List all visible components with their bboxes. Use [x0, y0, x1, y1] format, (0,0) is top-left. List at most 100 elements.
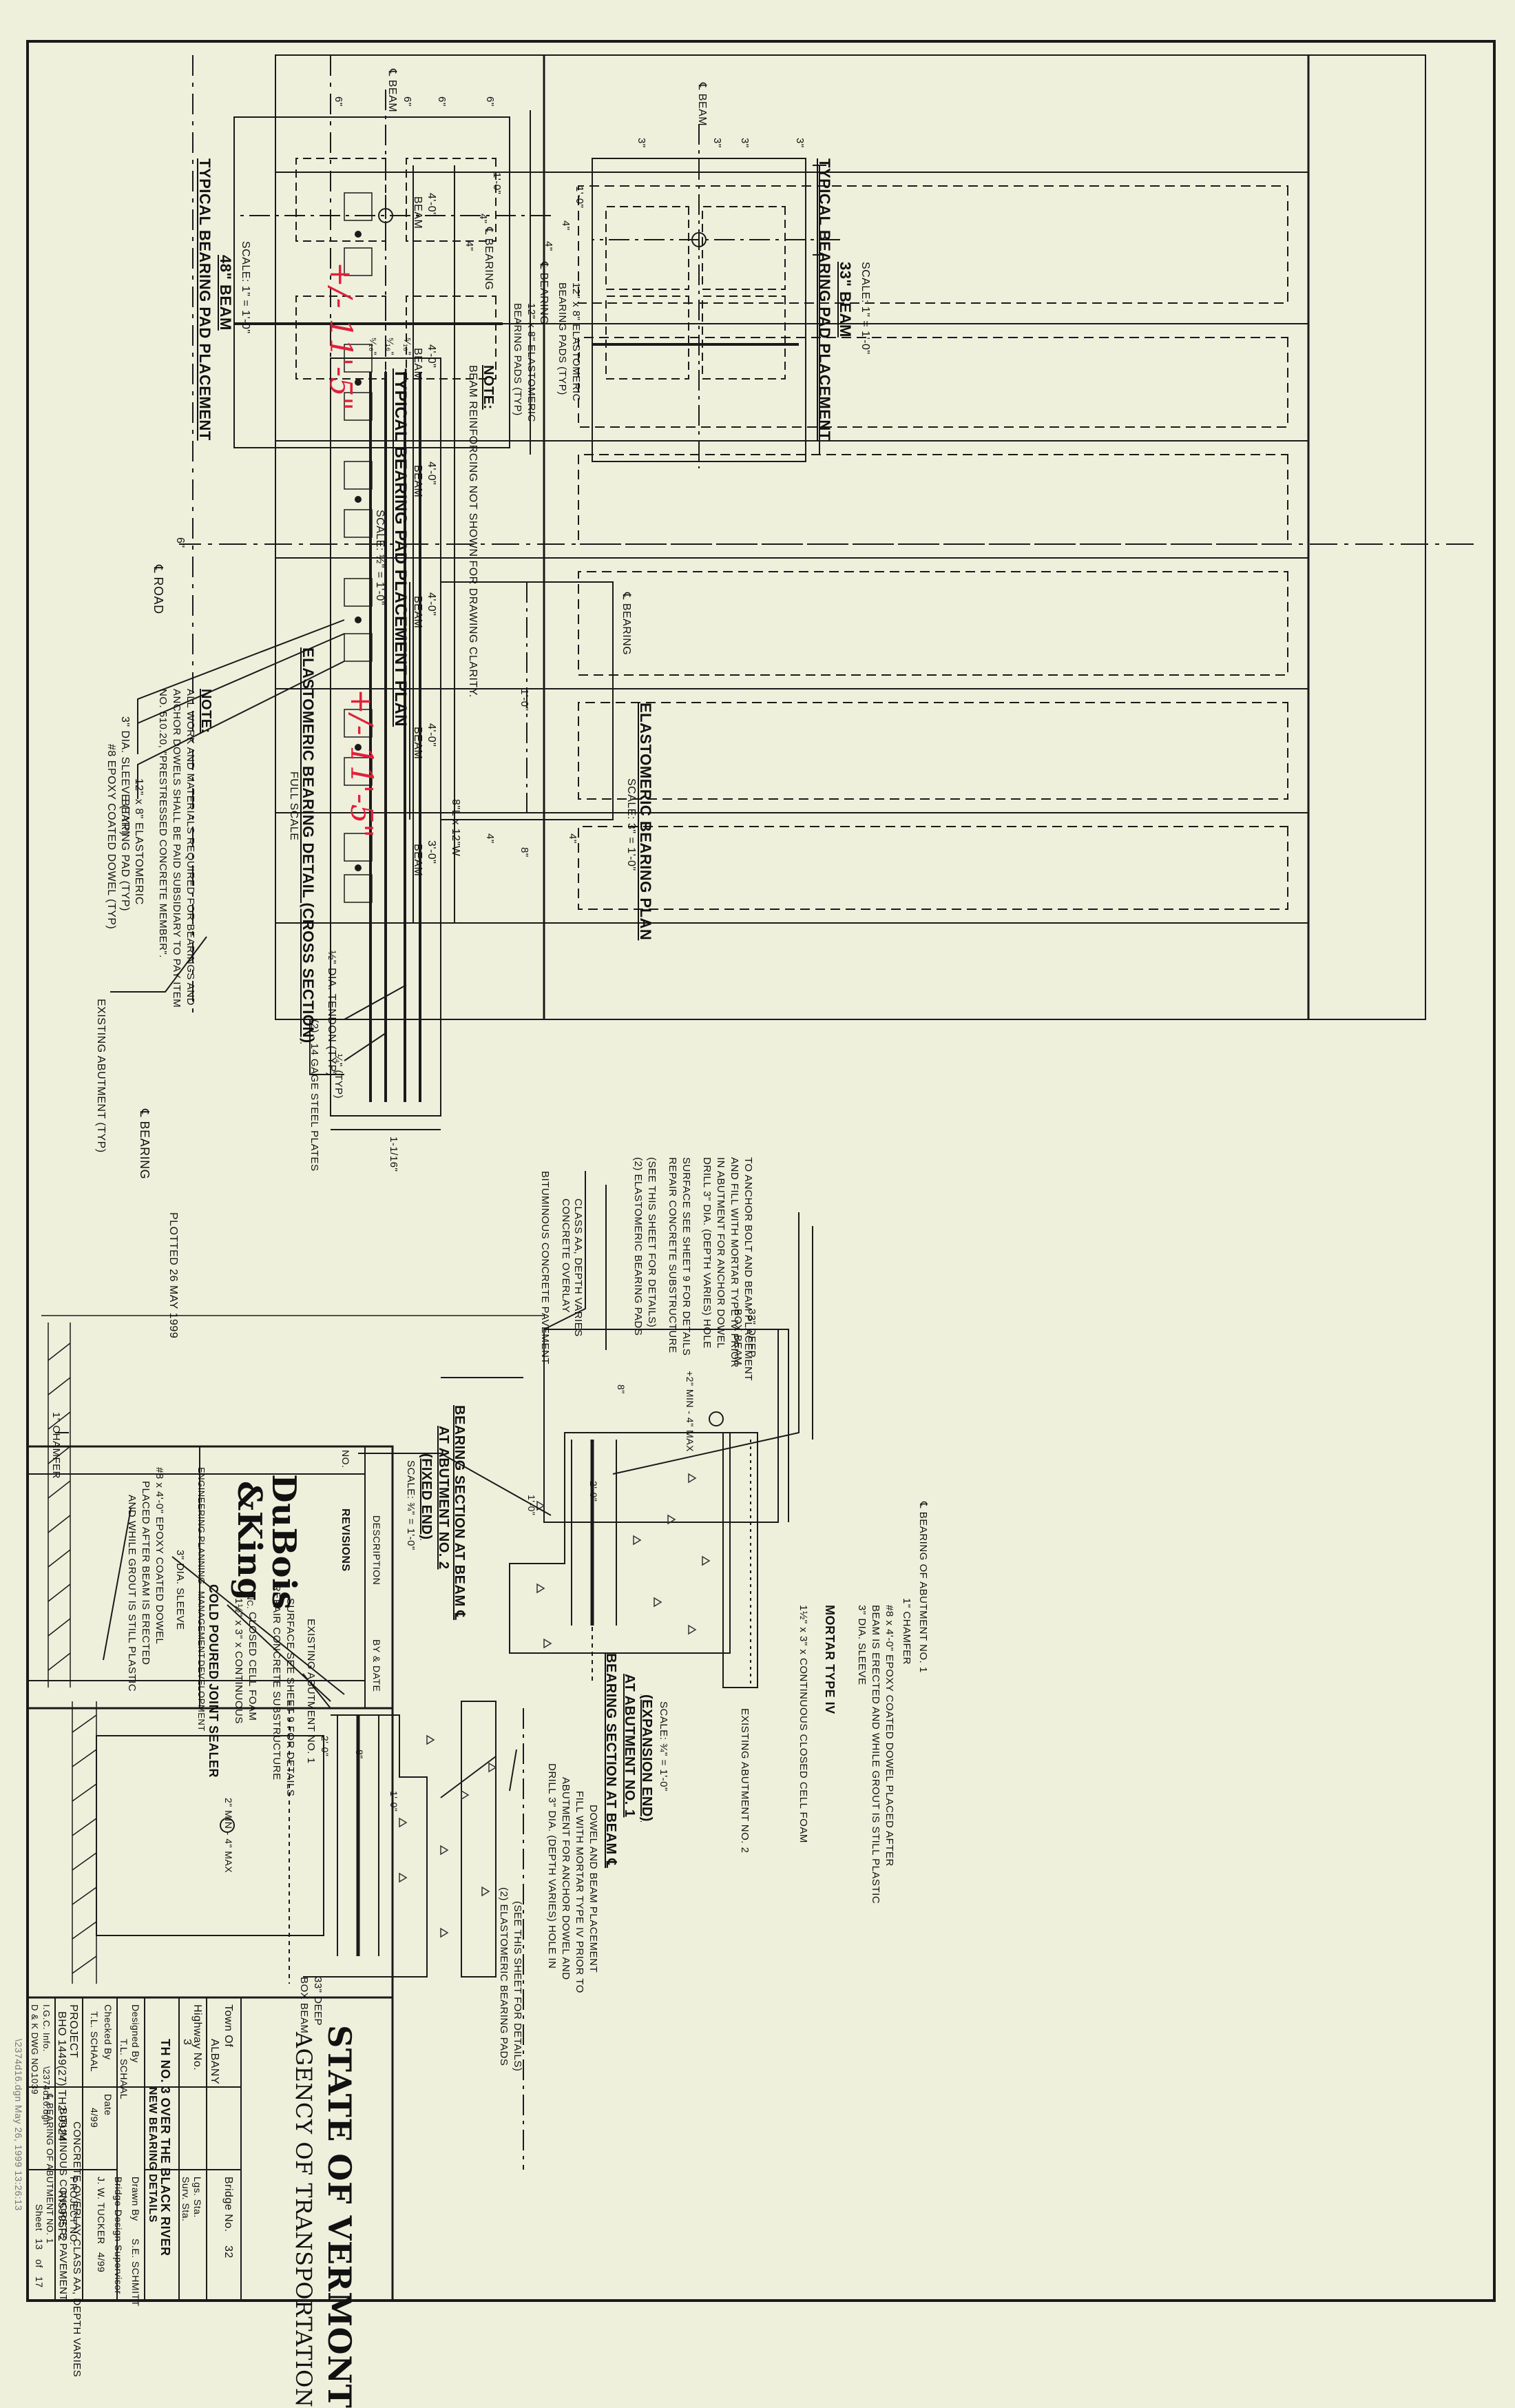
edetail-note-2: ANCHOR DOWELS SHALL BE PAID SUBSIDIARY T…	[171, 689, 182, 1008]
revisions-header: REVISIONS	[339, 1508, 351, 1572]
sec1-b5a: (2) ELASTOMERIC BEARING PADS	[498, 1887, 510, 2066]
project-label: PROJECT	[67, 2004, 79, 2059]
sec1-box-2: BOX BEAM	[298, 1977, 310, 2034]
sec2-r3a: #8 x 4'-0" EPOXY COATED DOWEL PLACED AFT…	[884, 1605, 895, 1867]
sec2-d2: 2'-0"	[588, 1481, 599, 1502]
pad33-bearing-cl: ℄ BEARING	[483, 227, 494, 291]
surv-sta: Surv. Sta.	[180, 2177, 191, 2222]
hwy-label: Highway No.	[191, 2004, 203, 2071]
sec1-a7: EXISTING ABUTMENT NO. 1	[305, 1619, 317, 1764]
sec2-scale: SCALE: ¾" = 1'-0"	[405, 1460, 417, 1550]
dk-value: 1039	[30, 2073, 40, 2095]
pad33-dim-4b: 4"	[543, 241, 554, 251]
sheet-value: 13	[34, 2239, 45, 2250]
sec2-box-2: BOX BEAM	[732, 1309, 744, 1366]
date-value-2: 4/99	[96, 2252, 107, 2273]
pad33-pad-2: BEARING PADS (TYP)	[556, 282, 568, 395]
igc-label: I.G.C. Info.	[41, 2004, 52, 2052]
pad48-bearing-cl: ℄ BEARING	[538, 262, 550, 325]
pad48-scale: SCALE: 1" = 1'-0"	[240, 241, 251, 334]
edetail-scale: FULL SCALE	[288, 771, 300, 841]
sec2-pads-1: (2) ELASTOMERIC BEARING PADS	[632, 1157, 644, 1336]
sec2-r6: 1½" x 3" x CONTINUOUS CLOSED CELL FOAM	[797, 1605, 809, 1843]
service-development: DEVELOPMENT	[196, 1660, 207, 1732]
sec2-r2: 1" CHAMFER	[901, 1598, 912, 1665]
sec2-r4: 3" DIA. SLEEVE	[856, 1605, 868, 1685]
sec2-r1: ℄ BEARING OF ABUTMENT NO. 1	[917, 1502, 929, 1673]
igc-value: \2374d16.dgn	[41, 2066, 52, 2126]
project-value: BHO 1449(27) TH2-9924	[56, 2011, 67, 2141]
sec2-r7: EXISTING ABUTMENT NO. 2	[739, 1708, 751, 1854]
eplan-dim-4a: 4"	[567, 833, 578, 844]
beam-word-3: BEAM	[412, 465, 424, 498]
footer-plot-stamp: \2374d16.dgn May 26, 1999 13:26:13	[13, 2039, 24, 2211]
beam-width-1: 4'-0"	[426, 193, 437, 217]
service-planning: PLANNING	[196, 1536, 207, 1585]
logo-inc: INC.	[245, 1591, 255, 1609]
plan-scale: SCALE: ½" = 1'-0"	[374, 510, 386, 605]
sec1-gap: 2" MIN - 4" MAX	[223, 1798, 234, 1874]
checked-label: Checked By	[103, 2004, 114, 2060]
edetail-note-3: NO. 510.20, "PRESTRESSED CONCRETE MEMBER…	[157, 689, 169, 958]
beam-word-5: BEAM	[412, 727, 424, 760]
beam-width-6: 3'-0"	[426, 840, 437, 864]
of-value: 17	[34, 2276, 45, 2288]
sec1-d1: 8"	[354, 1750, 365, 1759]
project-title: TH NO. 3 OVER THE BLACK RIVER	[158, 2039, 172, 2256]
eplan-dim-1ft: 1'-0"	[519, 689, 530, 712]
sec1-a6a: REPAIR CONCRETE SUBSTRUCTURE	[271, 1584, 282, 1781]
road-centerline-label: ℄ ROAD	[152, 565, 165, 614]
checked-value: T.L. SCHAAL	[89, 2011, 100, 2072]
edetail-outline	[331, 358, 441, 1116]
sec2-title-2: AT ABUTMENT NO. 2	[436, 1426, 451, 1570]
sec2-r5: MORTAR TYPE IV	[823, 1605, 837, 1714]
sec1-b5b: (SEE THIS SHEET FOR DETAILS)	[512, 1901, 523, 2072]
rotated-drawing: ℄ ROAD ℄ BEARING 3" DIA. SLEEVE (TYP) #8…	[13, 0, 1515, 2408]
sec1-b3: CONCRETE OVERLAY CLASS AA, DEPTH VARIES	[71, 2121, 83, 2378]
date-value-1: 4/99	[89, 2108, 100, 2128]
supervisor-value: J. W. TUCKER	[96, 2177, 107, 2245]
supervisor-label: Bridge Design Supervisor	[113, 2177, 124, 2294]
agency-title: AGENCY OF TRANSPORTATION	[291, 2032, 317, 2408]
eplan-dim-4b: 4"	[484, 833, 496, 844]
sec1-b4b: ABUTMENT FOR ANCHOR DOWEL AND	[560, 1777, 572, 1980]
sec2-gap: +2" MIN - 4" MAX	[685, 1371, 696, 1452]
of-label: of	[34, 2259, 45, 2268]
beam-width-5: 4'-0"	[426, 723, 437, 747]
eplan-title: ELASTOMERIC BEARING PLAN	[637, 703, 654, 941]
pad33-dim-3b: 3"	[739, 138, 751, 148]
edetail-dim-b: ⁵⁄₁₆"	[385, 338, 396, 355]
edetail-size: 8"L x 12"W	[450, 799, 461, 857]
pad48-dim-1ft: 1'-0"	[491, 172, 503, 195]
project-no-label: PROJECT NO.	[68, 2177, 79, 2245]
date-label-1: Date	[103, 2094, 114, 2116]
beam-width-4: 4'-0"	[426, 592, 437, 616]
pad48-dim-6a: 6"	[484, 96, 496, 107]
sheet-label: Sheet	[34, 2204, 45, 2232]
pad48-pad-1: 12" x 8" ELASTOMERIC	[525, 303, 537, 422]
eplan-scale: SCALE: 3" = 1'-0"	[625, 778, 637, 871]
pad48-title-2: 48" BEAM	[217, 255, 234, 331]
sec1-a2a: #8 x 4'-0" EPOXY COATED DOWEL	[154, 1467, 165, 1645]
beam-word-6: BEAM	[412, 844, 424, 877]
sec2-title-1: BEARING SECTION AT BEAM ℄	[452, 1405, 467, 1621]
sec2-drill-1: DRILL 3" DIA. (DEPTH VARIES) HOLE	[701, 1157, 713, 1349]
sec1-title-3: (EXPANSION END)	[639, 1694, 654, 1822]
sec1-a5b: CLOSED CELL FOAM	[247, 1612, 258, 1721]
pad48-dim-4b: 4"	[463, 241, 475, 251]
sec1-a5a: 1½" x 3" x CONTINUOUS	[233, 1598, 244, 1724]
sec1-b4a: DRILL 3" DIA. (DEPTH VARIES) HOLE IN	[546, 1763, 558, 1969]
drawing-sheet: ℄ ROAD ℄ BEARING 3" DIA. SLEEVE (TYP) #8…	[13, 0, 1515, 2408]
edetail-title: ELASTOMERIC BEARING DETAIL (CROSS SECTIO…	[300, 647, 317, 1044]
sec2-title-3: (FIXED END)	[419, 1453, 434, 1540]
beam-word-1: BEAM	[412, 196, 424, 229]
eplan-bearing-cl: ℄ BEARING	[620, 592, 632, 656]
sec1-d3: 1'-0"	[388, 1791, 399, 1812]
sec1-b4d: DOWEL AND BEAM PLACEMENT	[587, 1805, 599, 1973]
edetail-dim-a: ⁵⁄₁₆"	[402, 338, 413, 355]
rev-col-desc: DESCRIPTION	[371, 1515, 382, 1586]
designed-label: Designed By	[130, 2004, 141, 2063]
service-engineering: ENGINEERING	[196, 1467, 207, 1534]
pad48-title-1: TYPICAL BEARING PAD PLACEMENT	[196, 158, 213, 441]
eplan-dim-8: 8"	[519, 847, 530, 858]
